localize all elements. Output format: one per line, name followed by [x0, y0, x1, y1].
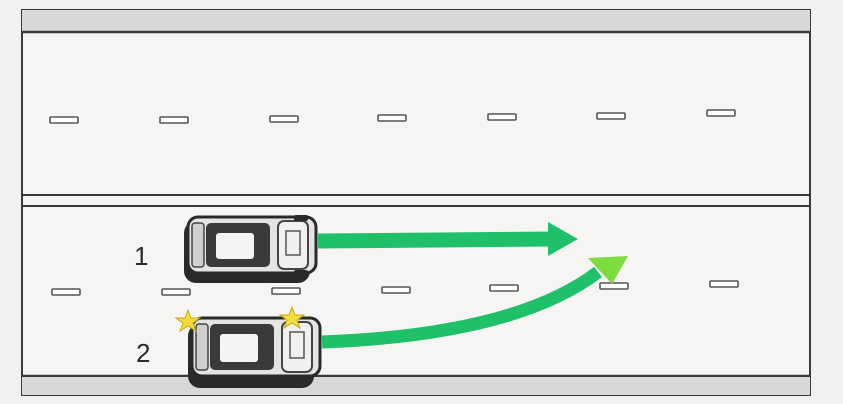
car-2-front-indicator-icon [278, 305, 306, 330]
car-1 [184, 215, 318, 283]
lane-marking-lower [51, 280, 739, 296]
car-2-rear-indicator-icon [174, 308, 202, 333]
carriageway-divider [22, 194, 810, 207]
lane-marking-upper [49, 109, 736, 124]
top-shoulder [22, 10, 810, 34]
car-2-path-arrow [321, 256, 628, 349]
car-2 [188, 316, 322, 388]
car-1-label: 1 [134, 241, 148, 271]
car-2-label: 2 [136, 338, 150, 368]
car-1-path-arrow [317, 222, 578, 256]
bottom-shoulder [22, 374, 810, 395]
